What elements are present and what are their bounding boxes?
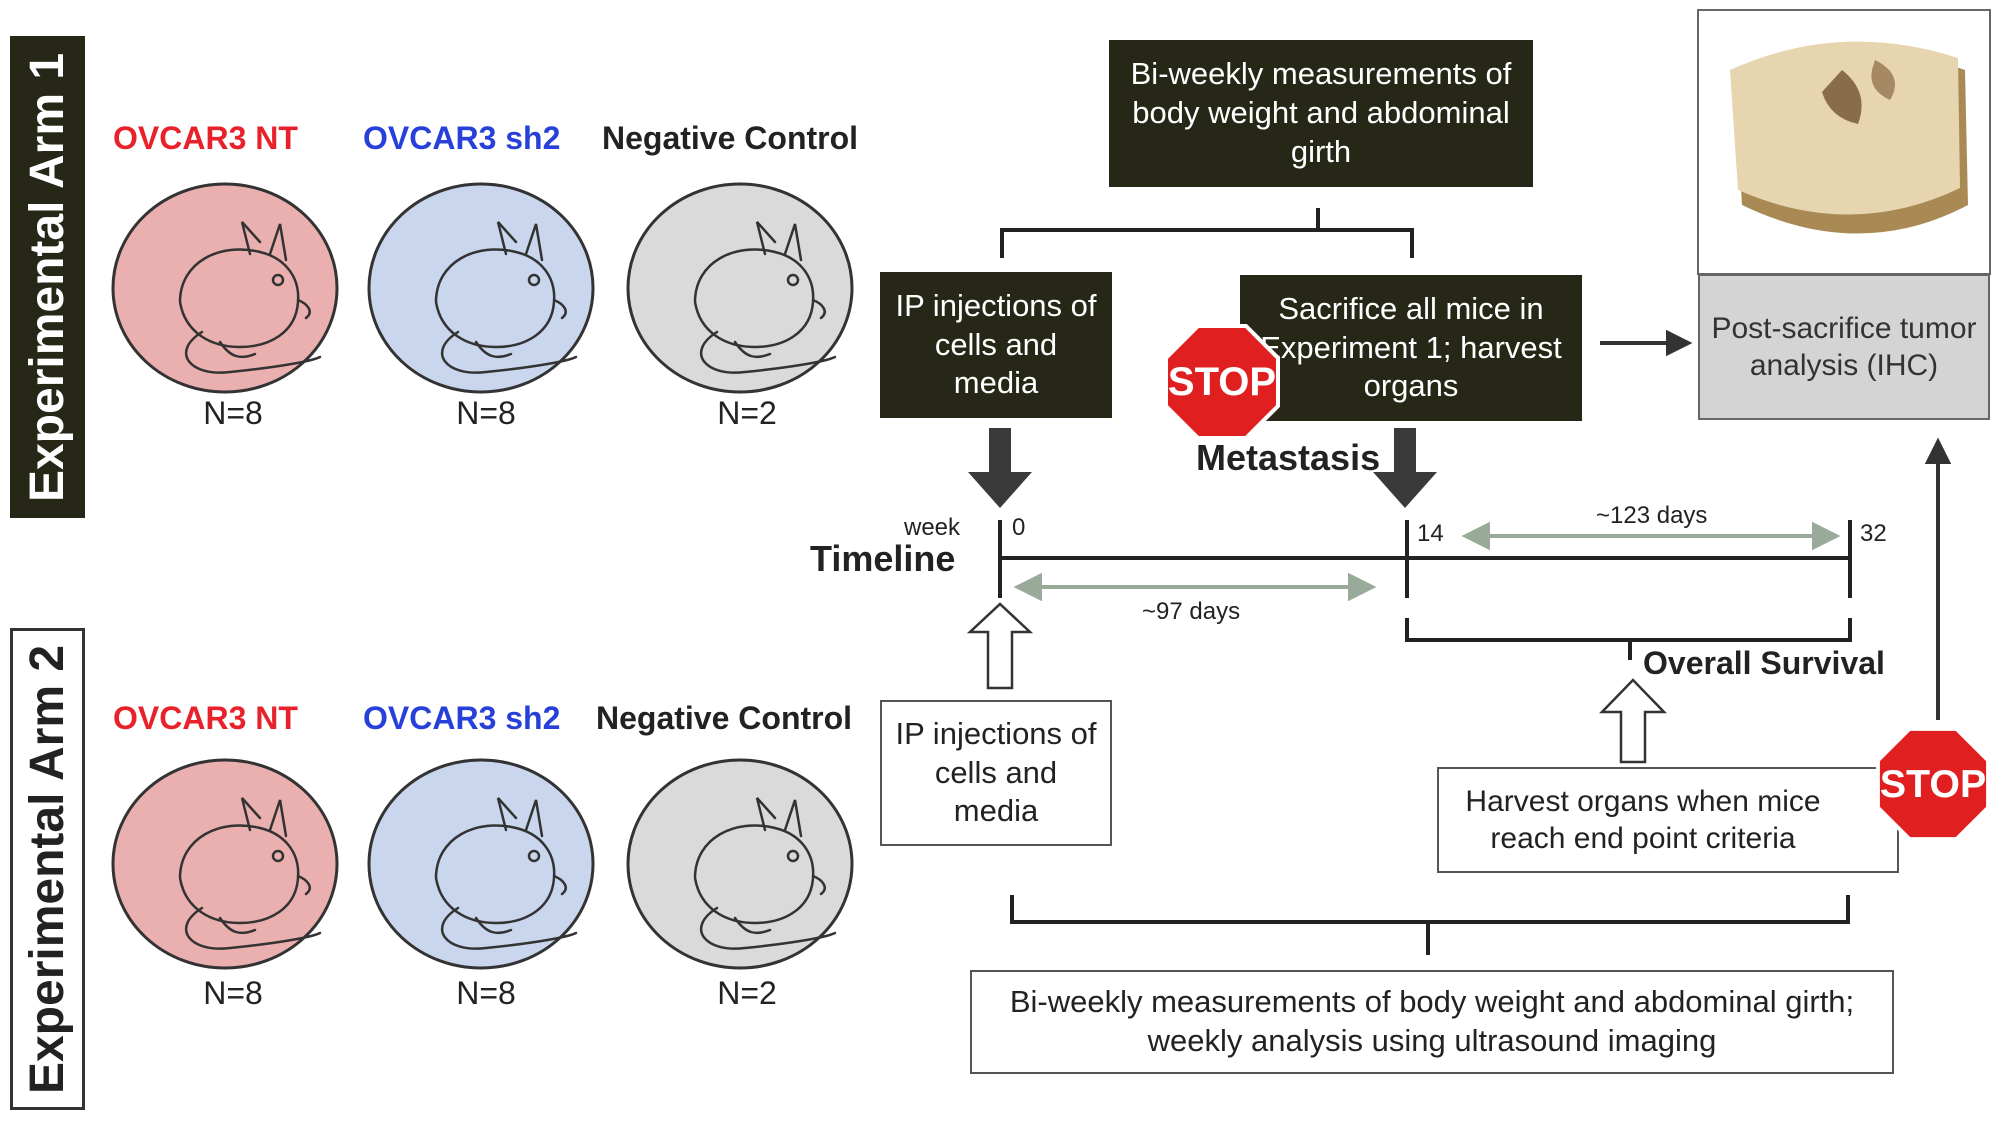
up-arrow-harvest <box>1599 678 1667 764</box>
span-label-123-days: ~123 days <box>1596 502 1708 529</box>
span-label-97-days: ~97 days <box>1142 598 1241 625</box>
group-n-count: N=8 <box>456 395 516 431</box>
box-harvest: Harvest organs when mice reach end point… <box>1437 767 1899 873</box>
group-n-count: N=2 <box>717 975 777 1011</box>
svg-text:STOP: STOP <box>1168 360 1276 404</box>
metastasis-label: Metastasis <box>1196 437 1381 478</box>
group-label-negative-control: Negative Control <box>602 120 859 156</box>
tissue-block-image <box>1730 41 1968 234</box>
brace-top <box>1000 208 1414 258</box>
brace-bottom <box>1010 895 1850 955</box>
group-n-count: N=8 <box>456 975 516 1011</box>
timeline-unit-label: week <box>904 514 961 541</box>
span-arrow-97 <box>1013 572 1377 602</box>
span-arrow-123 <box>1461 521 1841 551</box>
box-sacrifice: Sacrifice all mice in Experiment 1; harv… <box>1240 275 1582 421</box>
mouse-icon <box>111 758 339 970</box>
right-arrow-to-analysis <box>1600 329 1693 357</box>
mouse-icon <box>626 758 854 970</box>
group-n-count: N=8 <box>203 395 263 431</box>
timeline-tick-label: 14 <box>1417 520 1444 547</box>
timeline-tick-label: 0 <box>1012 514 1026 541</box>
brace-overall-survival <box>1405 618 1852 660</box>
group-n-count: N=8 <box>203 975 263 1011</box>
box-ip-injections-top: IP injections of cells and media <box>880 272 1112 418</box>
mouse-icon <box>626 182 854 394</box>
timeline-label: Timeline <box>810 538 956 579</box>
experimental-arm-2-label: Experimental Arm 2 <box>10 628 85 1110</box>
down-arrow-injection <box>968 428 1032 508</box>
group-label-negative-control: Negative Control <box>596 700 853 736</box>
svg-text:STOP: STOP <box>1880 762 1986 806</box>
mouse-icon <box>367 182 595 394</box>
box-post-sacrifice: Post-sacrifice tumor analysis (IHC) <box>1698 274 1990 420</box>
group-label-ovcar3-nt: OVCAR3 NT <box>113 700 298 736</box>
stop-sign-icon: STOP <box>1875 726 1991 842</box>
group-label-ovcar3-sh2: OVCAR3 sh2 <box>363 120 561 156</box>
experimental-arm-1-label: Experimental Arm 1 <box>10 36 85 518</box>
mouse-icon <box>111 182 339 394</box>
up-arrow-to-analysis <box>1924 437 1952 720</box>
down-arrow-sacrifice <box>1373 428 1437 508</box>
box-ip-injections-bottom: IP injections of cells and media <box>880 700 1112 846</box>
overall-survival-label: Overall Survival <box>1643 645 1885 681</box>
mouse-icon <box>367 758 595 970</box>
group-label-ovcar3-sh2: OVCAR3 sh2 <box>363 700 561 736</box>
box-biweekly-top: Bi-weekly measurements of body weight an… <box>1109 40 1533 187</box>
group-n-count: N=2 <box>717 395 777 431</box>
up-arrow-injection <box>966 602 1034 690</box>
box-biweekly-bottom: Bi-weekly measurements of body weight an… <box>970 970 1894 1074</box>
stop-sign-icon: STOP <box>1164 324 1280 440</box>
group-label-ovcar3-nt: OVCAR3 NT <box>113 120 298 156</box>
timeline-tick-label: 32 <box>1860 520 1887 547</box>
